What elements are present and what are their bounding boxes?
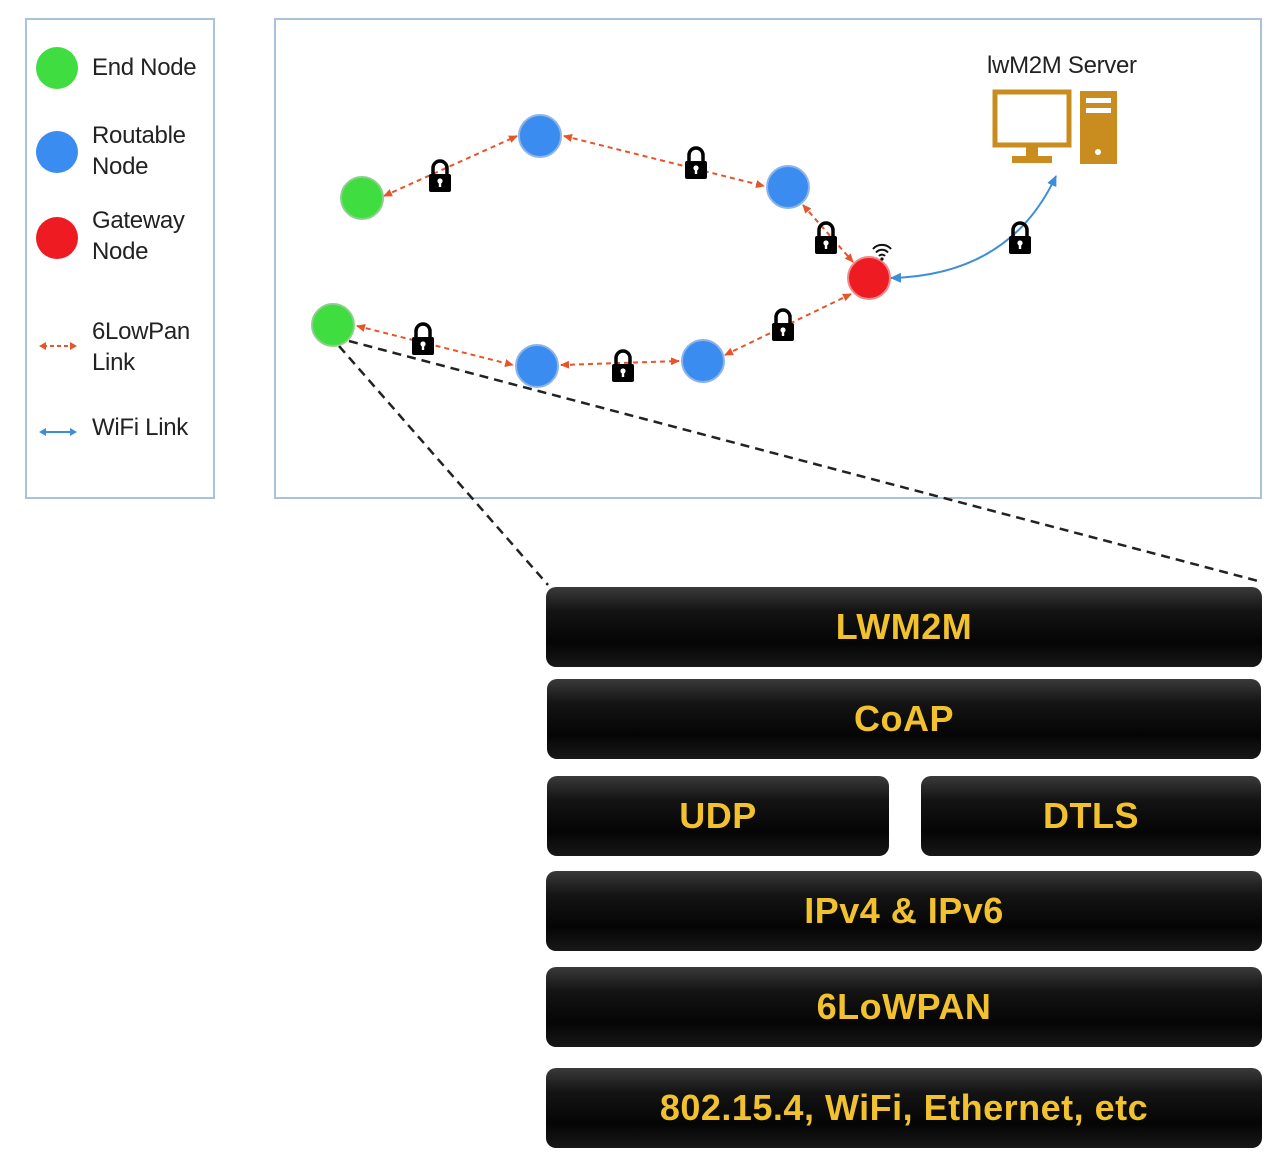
lock-icon [427,159,453,194]
stack-layer-lwm2m: LWM2M [546,587,1262,667]
wifi-link [890,175,1057,283]
end-node-swatch [36,47,78,89]
legend-sixlowpan-link-label: 6LowPan Link [92,318,190,376]
gateway-node-swatch [36,217,78,259]
stack-layer-coap: CoAP [547,679,1261,759]
gateway-node [847,256,891,300]
server-label: lwM2M Server [987,52,1137,79]
lock-icon [410,322,436,357]
routable-node [518,114,562,158]
zoom-line-left [338,345,549,586]
legend-end-node-label: End Node [92,54,197,81]
legend-panel: End Node Routable Node Gateway Node 6Low… [25,18,215,499]
end-node [340,176,384,220]
lock-icon [770,308,796,343]
end-node [311,303,355,347]
legend-gateway-node-label: Gateway Node [92,207,185,265]
stack-layer-ip: IPv4 & IPv6 [546,871,1262,951]
legend-wifi-link-label: WiFi Link [92,414,188,441]
legend-routable-node-label: Routable Node [92,122,186,180]
sixlowpan-link [560,357,680,369]
lock-icon [610,349,636,384]
stack-layer-6lowpan: 6LoWPAN [546,967,1262,1047]
stack-layer-udp: UDP [547,776,889,856]
sixlowpan-link [802,204,854,263]
routable-node-swatch [36,131,78,173]
sixlowpan-link [356,324,514,367]
sixlowpan-link [383,135,518,197]
wifi-signal-icon [872,243,892,261]
routable-node [766,165,810,209]
wifi-link-swatch [39,428,77,436]
stack-layer-phy: 802.15.4, WiFi, Ethernet, etc [546,1068,1262,1148]
computer-icon [992,89,1117,164]
sixlowpan-link [563,134,765,188]
routable-node [681,339,725,383]
stack-layer-dtls: DTLS [921,776,1261,856]
lock-icon [683,146,709,181]
lock-icon [813,221,839,256]
zoom-line-right [348,339,1263,584]
sixlowpan-link-swatch [39,342,77,350]
routable-node [515,344,559,388]
